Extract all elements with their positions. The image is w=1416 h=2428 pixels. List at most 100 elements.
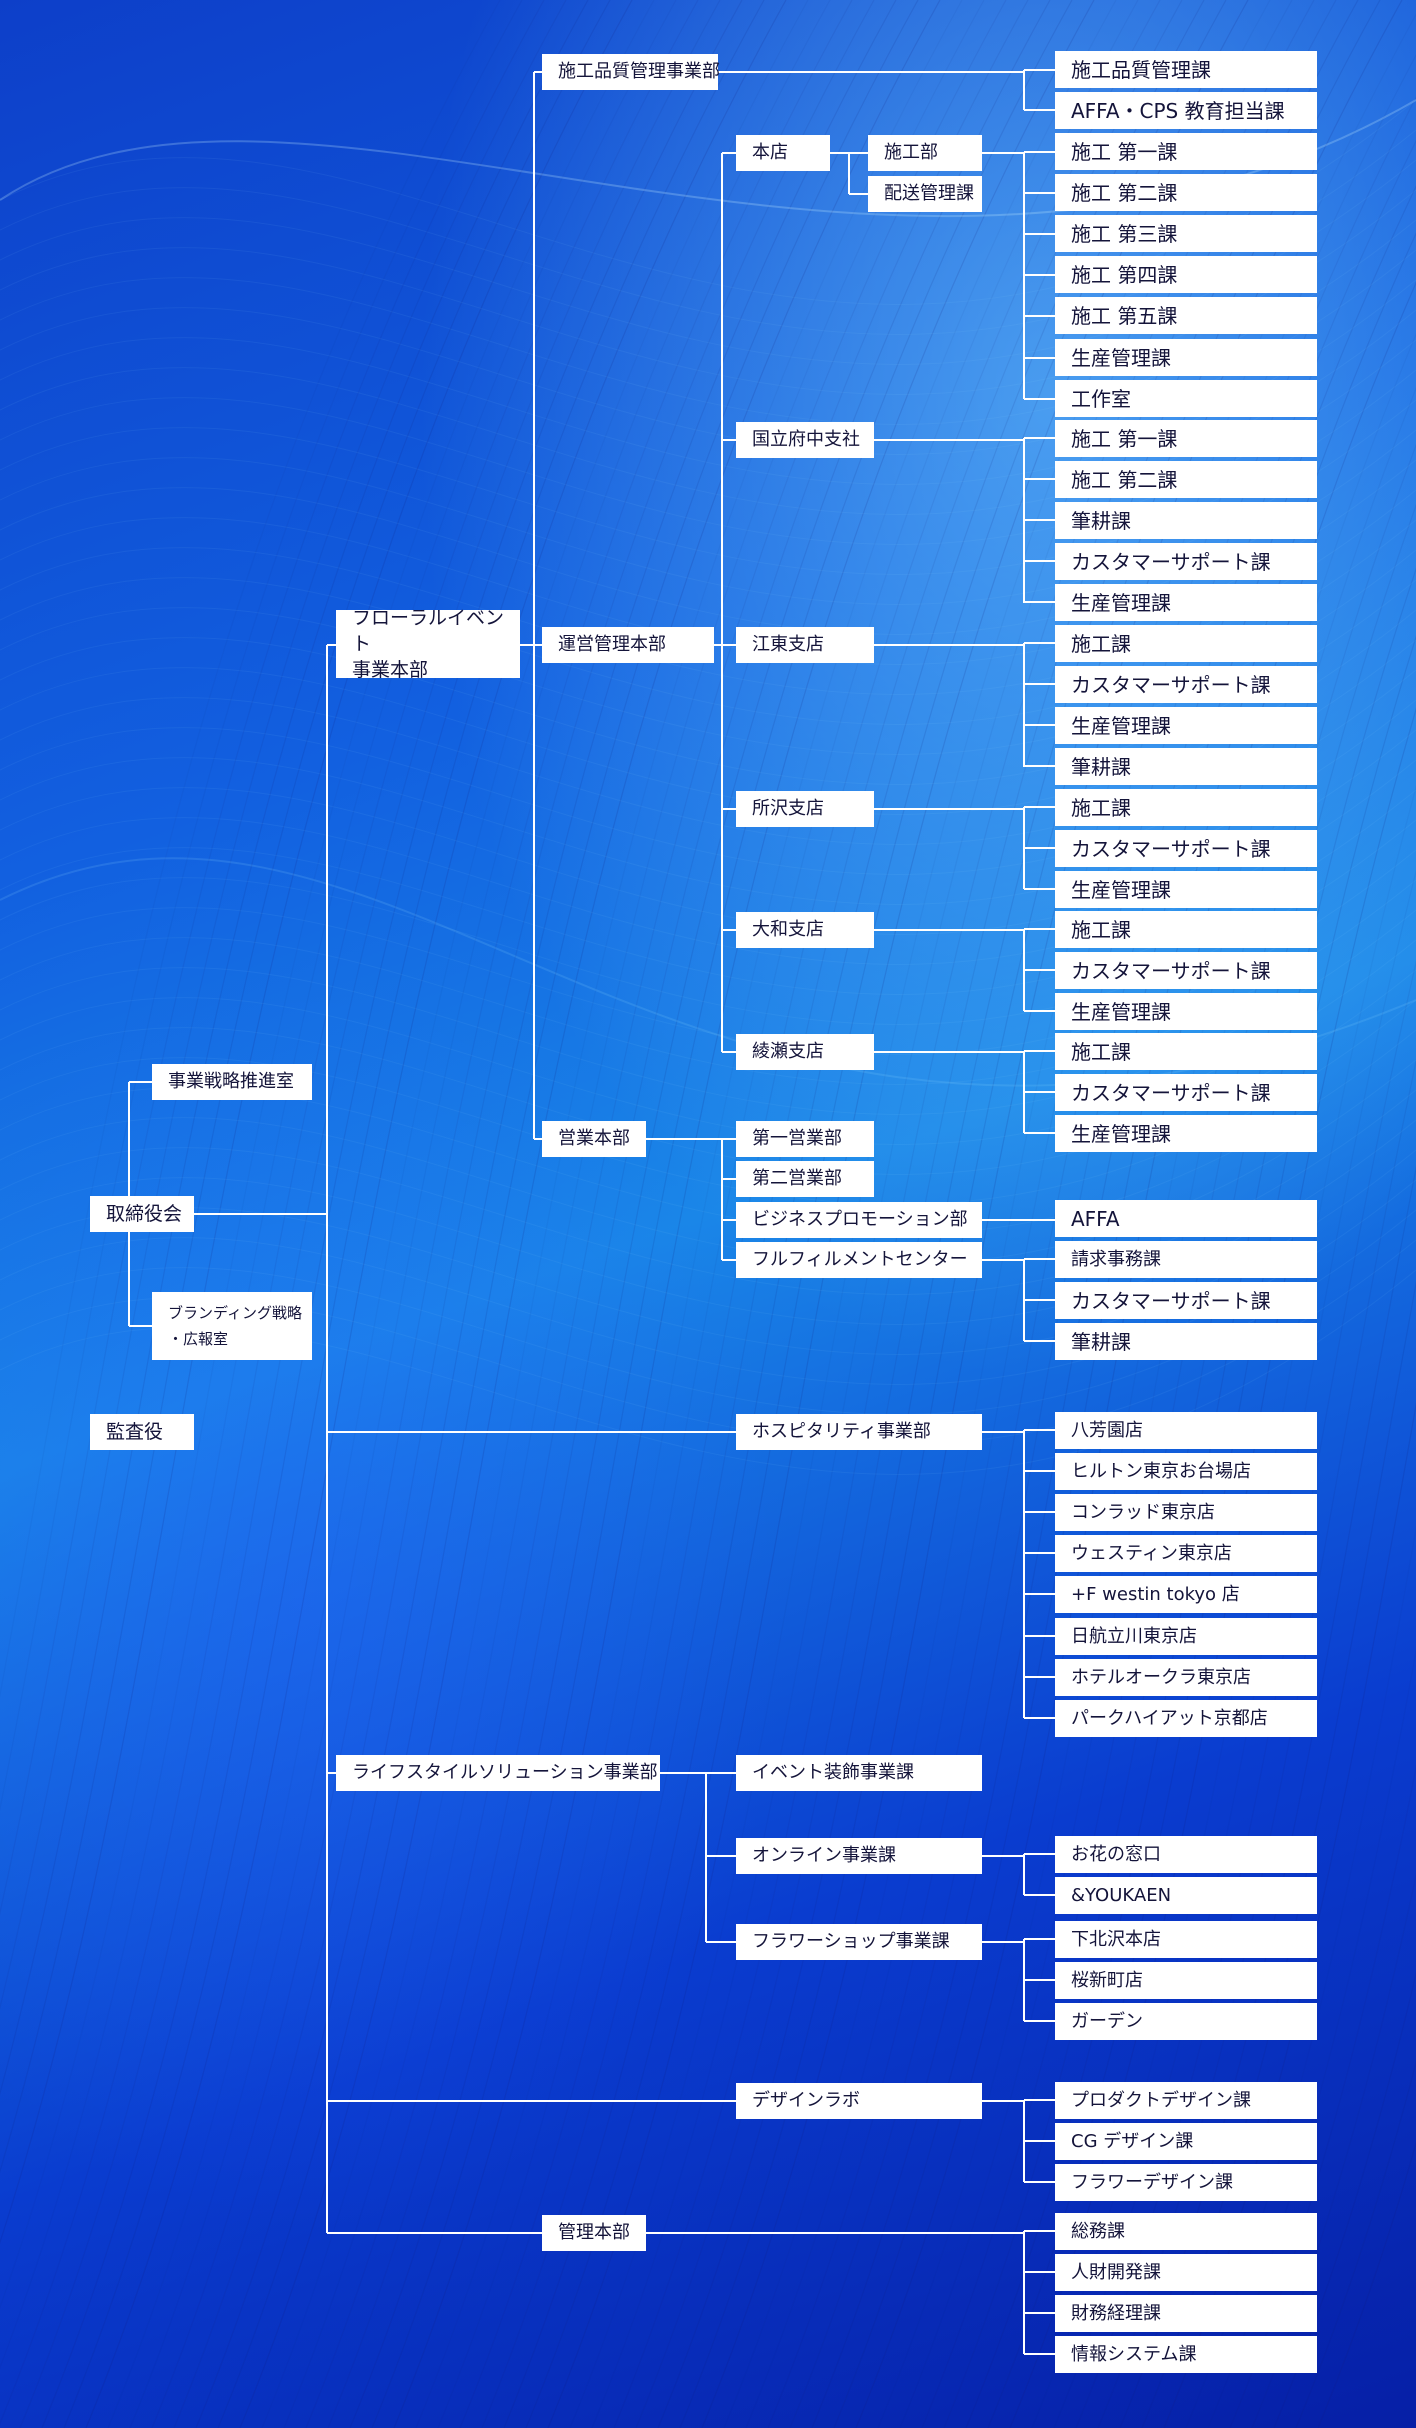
section-box: 施工課 xyxy=(1055,625,1317,662)
sales-hq-label: 営業本部 xyxy=(558,1128,630,1149)
section-box-label: 施工 第二課 xyxy=(1071,467,1178,492)
section-box: 財務経理課 xyxy=(1055,2295,1317,2332)
section-box: フラワーデザイン課 xyxy=(1055,2164,1317,2201)
section-box: 施工 第三課 xyxy=(1055,215,1317,252)
section-box: 生産管理課 xyxy=(1055,993,1317,1030)
administration-hq: 管理本部 xyxy=(542,2215,646,2251)
section-box-label: &YOUKAEN xyxy=(1071,1884,1172,1906)
section-box: ウェスティン東京店 xyxy=(1055,1535,1317,1572)
section-box-label: 施工品質管理課 xyxy=(1071,57,1211,82)
section-box: 工作室 xyxy=(1055,380,1317,417)
section-box: カスタマーサポート課 xyxy=(1055,830,1317,867)
section-box: 筆耕課 xyxy=(1055,748,1317,785)
section-box-label: 筆耕課 xyxy=(1071,508,1131,533)
head-store: 本店 xyxy=(736,135,830,171)
section-box: 人財開発課 xyxy=(1055,2254,1317,2291)
business-strategy-office-label: 事業戦略推進室 xyxy=(168,1071,294,1092)
section-box-label: 筆耕課 xyxy=(1071,1329,1131,1354)
ayase-branch: 綾瀬支店 xyxy=(736,1034,874,1070)
section-box-label: 工作室 xyxy=(1071,386,1131,411)
lifestyle-solution-division: ライフスタイルソリューション事業部 xyxy=(336,1755,660,1791)
section-box-label: お花の窓口 xyxy=(1071,1843,1161,1865)
section-box-label: プロダクトデザイン課 xyxy=(1071,2089,1251,2111)
floral-event-division-label: フローラルイベント 事業本部 xyxy=(352,607,505,681)
section-box-label: 筆耕課 xyxy=(1071,754,1131,779)
sales-dept-2-label: 第二営業部 xyxy=(752,1168,842,1189)
section-box: コンラッド東京店 xyxy=(1055,1494,1317,1531)
section-box-label: カスタマーサポート課 xyxy=(1071,958,1271,983)
sales-hq: 営業本部 xyxy=(542,1121,646,1157)
section-box: 施工課 xyxy=(1055,911,1317,948)
tokorozawa-branch: 所沢支店 xyxy=(736,791,874,827)
sales-dept-1: 第一営業部 xyxy=(736,1121,874,1157)
yamato-branch: 大和支店 xyxy=(736,912,874,948)
board-of-directors-label: 取締役会 xyxy=(106,1203,183,1225)
section-box-label: 施工 第一課 xyxy=(1071,426,1178,451)
section-box: &YOUKAEN xyxy=(1055,1877,1317,1914)
section-box: 施工 第一課 xyxy=(1055,420,1317,457)
section-box-label: AFFA xyxy=(1071,1206,1120,1231)
section-box-label: カスタマーサポート課 xyxy=(1071,836,1271,861)
business-promotion-dept-label: ビジネスプロモーション部 xyxy=(752,1209,968,1230)
online-business-section: オンライン事業課 xyxy=(736,1838,982,1874)
yamato-branch-label: 大和支店 xyxy=(752,919,824,940)
lifestyle-solution-division-label: ライフスタイルソリューション事業部 xyxy=(352,1762,658,1783)
section-box-label: ヒルトン東京お台場店 xyxy=(1071,1460,1251,1482)
section-box-label: 請求事務課 xyxy=(1071,1248,1161,1270)
section-box-label: 生産管理課 xyxy=(1071,1121,1171,1146)
section-box: ホテルオークラ東京店 xyxy=(1055,1659,1317,1696)
section-box-label: ホテルオークラ東京店 xyxy=(1071,1666,1251,1688)
section-box-label: 施工課 xyxy=(1071,795,1131,820)
hospitality-division: ホスピタリティ事業部 xyxy=(736,1414,982,1450)
event-decoration-section: イベント装飾事業課 xyxy=(736,1755,982,1791)
section-box-label: 施工 第二課 xyxy=(1071,180,1178,205)
section-box-label: 下北沢本店 xyxy=(1071,1928,1161,1950)
koto-branch-label: 江東支店 xyxy=(752,634,824,655)
section-box-label: 日航立川東京店 xyxy=(1071,1625,1197,1647)
section-box-label: 生産管理課 xyxy=(1071,999,1171,1024)
section-box-label: カスタマーサポート課 xyxy=(1071,672,1271,697)
section-box: 情報システム課 xyxy=(1055,2336,1317,2373)
operations-management-hq-label: 運営管理本部 xyxy=(558,634,666,655)
section-box: カスタマーサポート課 xyxy=(1055,666,1317,703)
section-box-label: 施工 第五課 xyxy=(1071,303,1178,328)
section-box: 八芳園店 xyxy=(1055,1412,1317,1449)
construction-dept: 施工部 xyxy=(868,135,982,171)
section-box-label: カスタマーサポート課 xyxy=(1071,1080,1271,1105)
head-store-label: 本店 xyxy=(752,142,788,163)
construction-quality-dept: 施工品質管理事業部 xyxy=(542,54,720,90)
floral-event-division: フローラルイベント 事業本部 xyxy=(336,607,520,681)
section-box: 施工 第五課 xyxy=(1055,297,1317,334)
kunitachi-fuchu-branch: 国立府中支社 xyxy=(736,422,874,458)
construction-quality-dept-label: 施工品質管理事業部 xyxy=(558,61,720,82)
section-box-label: 施工課 xyxy=(1071,631,1131,656)
delivery-management-section: 配送管理課 xyxy=(868,176,982,212)
section-box: カスタマーサポート課 xyxy=(1055,952,1317,989)
online-business-section-label: オンライン事業課 xyxy=(752,1845,896,1866)
section-box: 生産管理課 xyxy=(1055,584,1317,621)
section-box-label: 生産管理課 xyxy=(1071,713,1171,738)
section-box: 施工 第二課 xyxy=(1055,174,1317,211)
section-box: 施工 第四課 xyxy=(1055,256,1317,293)
section-box: 生産管理課 xyxy=(1055,339,1317,376)
sales-dept-1-label: 第一営業部 xyxy=(752,1128,842,1149)
board-of-directors: 取締役会 xyxy=(90,1196,194,1232)
construction-dept-label: 施工部 xyxy=(884,142,938,163)
section-box: AFFA xyxy=(1055,1200,1317,1237)
section-box-label: 生産管理課 xyxy=(1071,590,1171,615)
section-box: ガーデン xyxy=(1055,2003,1317,2040)
section-box-label: 生産管理課 xyxy=(1071,345,1171,370)
event-decoration-section-label: イベント装飾事業課 xyxy=(752,1762,914,1783)
section-box: 桜新町店 xyxy=(1055,1962,1317,1999)
section-box-label: 施工課 xyxy=(1071,917,1131,942)
section-box-label: カスタマーサポート課 xyxy=(1071,1288,1271,1313)
section-box: 日航立川東京店 xyxy=(1055,1618,1317,1655)
operations-management-hq: 運営管理本部 xyxy=(542,627,714,663)
section-box-label: 施工 第三課 xyxy=(1071,221,1178,246)
auditor-label: 監査役 xyxy=(106,1421,164,1443)
fulfillment-center: フルフィルメントセンター xyxy=(736,1242,982,1278)
section-box-label: 財務経理課 xyxy=(1071,2302,1161,2324)
section-box-label: コンラッド東京店 xyxy=(1071,1501,1215,1523)
branding-pr-office-label: ブランディング戦略 ・広報室 xyxy=(168,1304,302,1348)
section-box-label: フラワーデザイン課 xyxy=(1071,2171,1233,2193)
